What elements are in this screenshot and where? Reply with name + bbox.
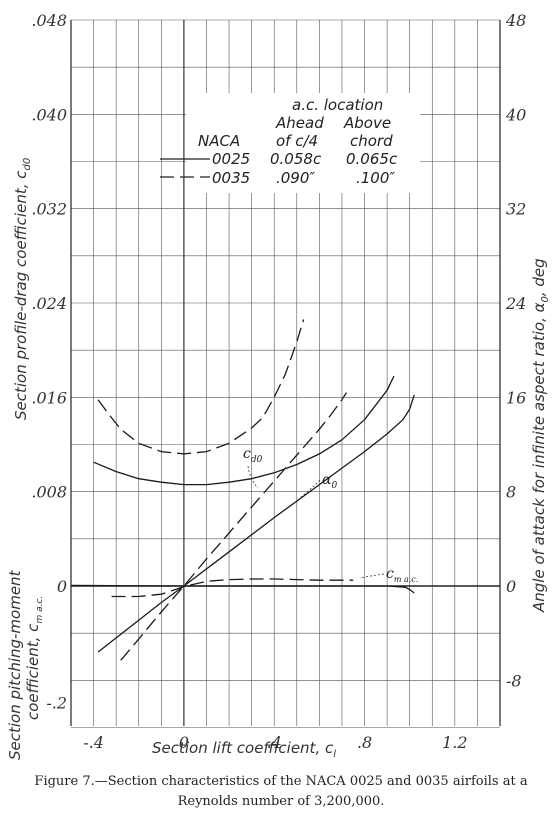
right-tick-label: -8: [506, 671, 522, 690]
left-cm-tick-label: -.2: [46, 694, 67, 713]
series-cd0-naca-0035: [97, 319, 305, 455]
x-tick-label: 0: [179, 733, 189, 752]
legend-row2-naca: 0035: [212, 169, 250, 187]
annotation-cd0-leader: [247, 465, 259, 489]
left-axis-label-bottom-2: coefficient, cm a.c.: [24, 596, 45, 720]
legend-row1-ahead: 0.058c: [270, 150, 322, 168]
legend-row1-above: 0.065c: [346, 150, 398, 168]
right-tick-label: 48: [505, 11, 526, 30]
left-tick-label: .008: [31, 483, 67, 502]
legend-col-above: Above: [343, 114, 391, 132]
right-tick-label: 8: [506, 483, 516, 502]
tick-labels: -.4 0 .4 .8 1.2 .048 .040 .032 .024 .016 .008 0 -.2 4…: [31, 11, 526, 752]
series-alpha0-naca-0025: [97, 394, 415, 653]
caption-line-1: Figure 7.—Section characteristics of the…: [34, 774, 528, 789]
caption-line-2: Reynolds number of 3,200,000.: [177, 794, 385, 809]
right-tick-label: 0: [506, 577, 516, 596]
series-alpha0-naca-0035: [120, 392, 348, 661]
annotation-alpha0-leader: [299, 479, 321, 499]
left-tick-label: .016: [31, 388, 67, 407]
series-cmac-naca-0025: [70, 584, 415, 594]
left-axis-label-top: Section profile-drag coefficient, cd0: [12, 158, 33, 420]
series-cmac-naca-0035: [111, 578, 354, 598]
chart: -.4 0 .4 .8 1.2 .048 .040 .032 .024 .016 .008 0 -.2 4…: [6, 11, 551, 760]
right-tick-label: 40: [505, 105, 526, 124]
x-axis-label: Section lift coefficient, cl: [152, 739, 336, 760]
annotation-cmac: cm a.c.: [386, 566, 418, 584]
annotation-cmac-leader: [359, 573, 385, 579]
legend-row2-above: .100″: [356, 169, 395, 187]
legend-background: [186, 93, 420, 193]
annotation-alpha0: α0: [322, 472, 337, 491]
annotation-cd0: cd0: [243, 446, 263, 465]
left-axis-label-bottom-1: Section pitching-moment: [6, 569, 24, 760]
legend-col-ofc4: of c/4: [276, 132, 318, 150]
right-axis-label: Angle of attack for infinite aspect rati…: [530, 258, 551, 613]
legend-col-naca: NACA: [198, 132, 240, 150]
annotations: cd0 α0 cm a.c.: [243, 446, 418, 584]
legend-col-chord: chord: [350, 132, 393, 150]
x-tick-label: .8: [357, 733, 372, 752]
x-tick-label: -.4: [83, 733, 104, 752]
x-tick-label: 1.2: [442, 733, 467, 752]
left-tick-label: .040: [31, 105, 67, 124]
axes: [70, 20, 501, 726]
left-tick-label: .048: [31, 11, 67, 30]
right-tick-label: 16: [506, 388, 526, 407]
legend-title: a.c. location: [292, 96, 383, 114]
legend-row2-ahead: .090″: [276, 169, 315, 187]
curves: [70, 319, 415, 661]
x-tick-label: .4: [267, 733, 282, 752]
left-tick-label: 0: [57, 577, 67, 596]
left-tick-label: .024: [31, 294, 67, 313]
legend: a.c. location Ahead Above NACA of c/4 ch…: [160, 93, 420, 193]
right-tick-label: 24: [505, 294, 526, 313]
legend-row1-naca: 0025: [212, 150, 250, 168]
right-tick-label: 32: [506, 200, 526, 219]
legend-col-ahead: Ahead: [275, 114, 324, 132]
figure-caption: Figure 7.—Section characteristics of the…: [8, 772, 554, 812]
left-tick-label: .032: [31, 200, 67, 219]
